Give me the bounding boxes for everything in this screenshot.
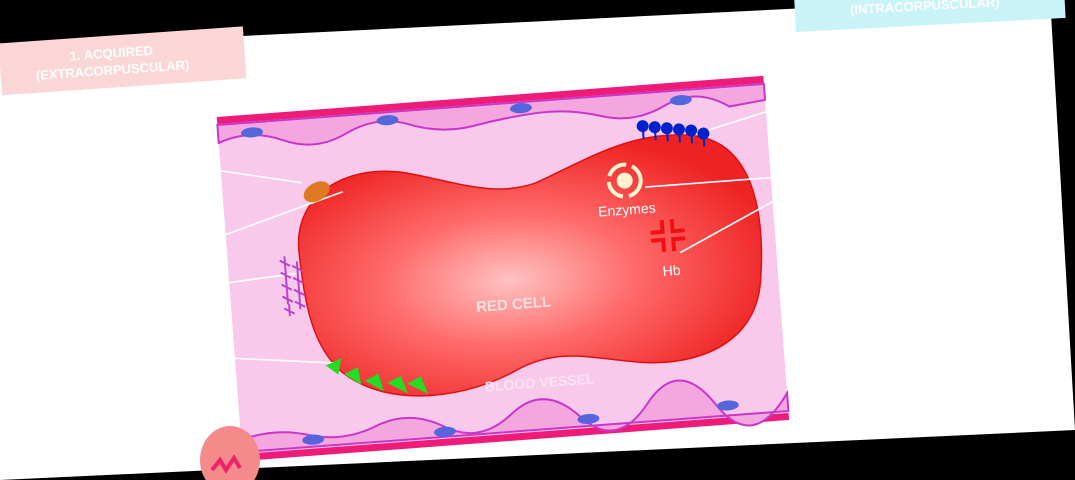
membrane-bottom (240, 379, 790, 454)
enzymes-label: Enzymes (598, 199, 657, 219)
hemoglobin-icon (650, 219, 686, 252)
endothelial-nucleus-icon (376, 115, 399, 126)
complement-icon (279, 256, 306, 317)
pointer-lines (220, 111, 774, 364)
vessel-wall-bottom (242, 412, 790, 462)
endothelial-nucleus-icon (577, 413, 600, 425)
toxin-icon (325, 358, 429, 394)
acquired-tag-title: 1. ACQUIRED (69, 43, 153, 64)
endothelial-nucleus-icon (716, 400, 739, 411)
vessel-diagram: Enzymes Hb RED CELL BLOOD VESSEL (216, 75, 790, 462)
antibody-icon (636, 120, 710, 147)
endothelial-nucleus-icon (669, 95, 692, 106)
red-cell-label: RED CELL (476, 293, 552, 316)
partial-cell-icon (200, 426, 260, 480)
endothelial-nucleus-icon (509, 103, 532, 114)
acquired-tag: 1. ACQUIRED (EXTRACORPUSCULAR) (0, 26, 247, 96)
intrinsic-tag: (INTRACORPUSCULAR) (793, 0, 1066, 33)
red-cell (297, 134, 763, 397)
enzymes-icon (606, 162, 643, 199)
parasite-icon (303, 181, 330, 203)
membrane-top (216, 82, 767, 146)
endothelial-nucleus-icon (241, 127, 264, 138)
endothelial-nuclei (241, 95, 739, 445)
hb-label: Hb (662, 262, 681, 279)
vessel-wall-top (216, 75, 764, 124)
endothelial-nucleus-icon (434, 426, 456, 437)
endothelial-nucleus-icon (302, 434, 325, 445)
